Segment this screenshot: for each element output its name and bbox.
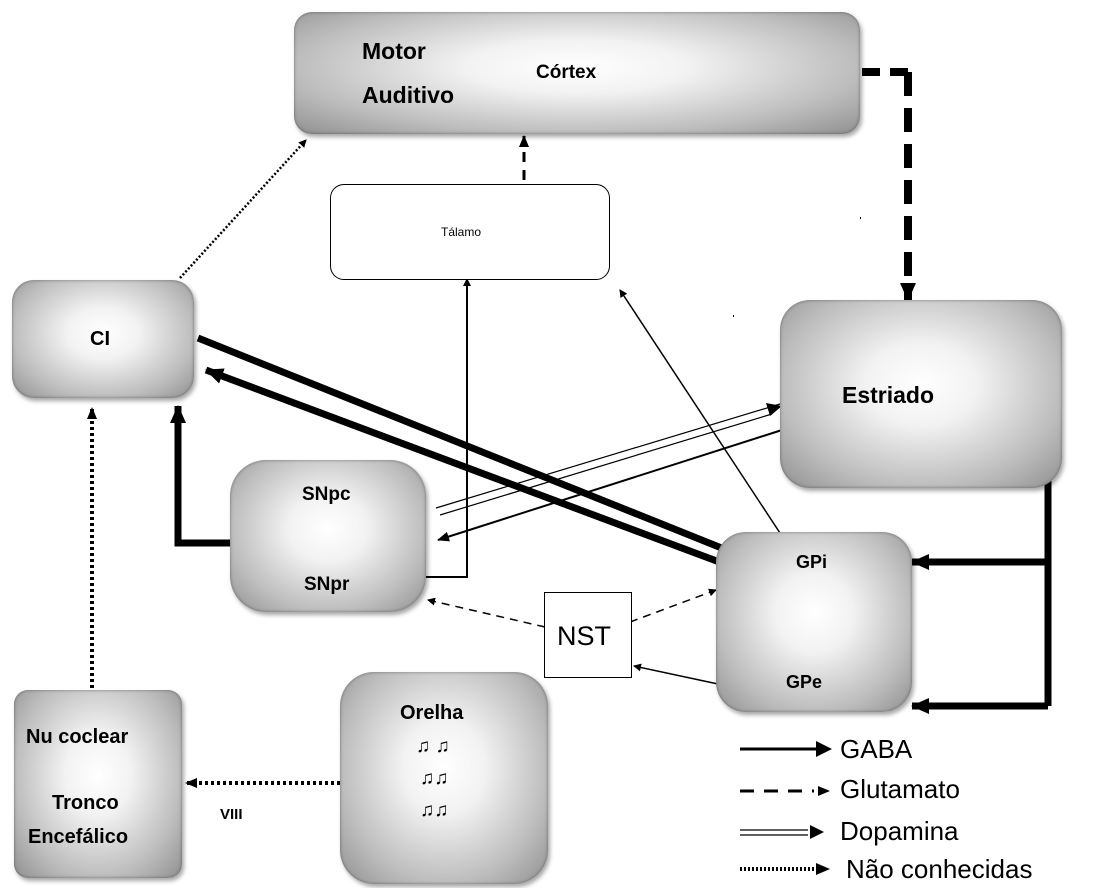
estriado-label: Estriado: [842, 382, 935, 408]
gpi-to-talamo-line: [619, 289, 781, 534]
talamo-label: Tálamo: [441, 225, 482, 239]
snpr-to-talamo-line: [426, 278, 471, 578]
cortex-node: Motor Auditivo Córtex: [294, 12, 860, 134]
snpc-to-estriado-line-a: [435, 403, 781, 509]
legend-gaba-symbol: [740, 741, 832, 757]
snpr-to-ci-line: [170, 405, 230, 547]
viii-label: VIII: [220, 806, 243, 823]
cortex-line2: Auditivo: [362, 82, 454, 108]
music-notes-icon: ♫♫: [420, 768, 449, 789]
cortex-label: Córtex: [536, 62, 597, 83]
substancia-negra-node: SNpc SNpr: [230, 460, 426, 612]
orelha-label: Orelha: [400, 702, 464, 724]
legend-glutamato-symbol: [740, 786, 830, 796]
snpc-to-estriado-line-b: [439, 413, 773, 516]
nucleo-line3: Encefálico: [28, 826, 129, 848]
legend-symbols: [740, 741, 832, 875]
globo-palido-node: GPi GPe: [716, 532, 912, 712]
nst-node: NST: [544, 592, 632, 678]
legend-gaba-label: GABA: [840, 734, 913, 764]
legend-nao-conhecidas-label: Não conhecidas: [846, 854, 1033, 884]
music-notes-icon: ♫♫: [420, 800, 449, 821]
nst-label: NST: [557, 621, 611, 651]
legend: GABA Glutamato Dopamina Não conhecidas: [736, 730, 1097, 888]
legend-glutamato-label: Glutamato: [840, 774, 960, 804]
snpc-to-estriado-arrowhead: [766, 403, 782, 416]
nucleo-coclear-node: Nu coclear Tronco Encefálico: [14, 690, 182, 878]
music-notes-icon: ♫ ♫: [416, 736, 450, 757]
snpr-label: SNpr: [304, 574, 350, 595]
nucleo-line2: Tronco: [52, 792, 119, 814]
snpc-label: SNpc: [302, 484, 351, 505]
nucleo-line1: Nu coclear: [26, 726, 129, 748]
nst-to-snpr-line: [427, 597, 546, 628]
cortex-line1: Motor: [362, 38, 426, 64]
legend-dopamina-label: Dopamina: [840, 816, 959, 846]
gpe-to-nst-line: [633, 663, 719, 685]
nst-to-gpi-line: [629, 588, 717, 623]
gpi-label: GPi: [796, 552, 828, 572]
ci-to-cortex-line: [179, 139, 307, 279]
legend-nao-conhecidas-symbol: [740, 863, 830, 875]
ci-node: CI: [12, 280, 194, 398]
orelha-node: Orelha ♫ ♫ ♫♫ ♫♫: [340, 672, 548, 884]
ci-label: CI: [90, 328, 110, 350]
estriado-to-snpr-line: [437, 429, 783, 542]
talamo-node: Tálamo: [330, 184, 610, 280]
gpe-label: GPe: [786, 672, 823, 692]
estriado-node: Estriado: [780, 300, 1062, 488]
legend-dopamina-symbol: [740, 825, 824, 839]
